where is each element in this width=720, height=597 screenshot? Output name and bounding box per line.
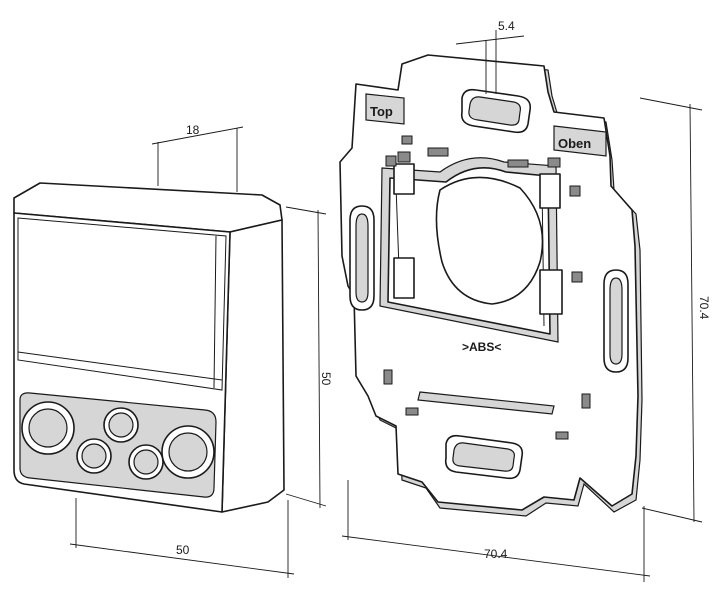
- lower-bar: [417, 391, 555, 415]
- control-module: [13, 182, 285, 513]
- dim-frame-width: 70.4: [341, 480, 651, 582]
- central-opening: [379, 135, 583, 343]
- left-large-button: [21, 401, 75, 455]
- dim-label-module-width: 50: [176, 543, 190, 557]
- center-left-button: [76, 438, 112, 474]
- dim-label-module-height: 50: [319, 372, 333, 386]
- label-oben: Oben: [558, 136, 591, 151]
- dim-module-depth: 18: [151, 123, 244, 192]
- dim-label-module-depth: 18: [186, 123, 200, 137]
- center-ring: [435, 176, 544, 305]
- dim-label-frame-height: 70.4: [697, 296, 711, 320]
- dim-module-width: 50: [69, 498, 295, 578]
- mounting-frame: Top Oben >ABS<: [339, 54, 643, 517]
- left-slot: [349, 205, 375, 311]
- dim-label-frame-offset: 5.4: [498, 19, 515, 33]
- dim-frame-offset: 5.4: [455, 19, 525, 94]
- dim-label-frame-width: 70.4: [484, 547, 508, 561]
- bottom-slot: [444, 434, 524, 480]
- label-oben-box: Oben: [553, 125, 607, 157]
- material-label: >ABS<: [462, 340, 501, 354]
- center-right-button: [128, 444, 164, 480]
- right-large-button: [161, 425, 215, 479]
- dim-frame-height: 70.4: [639, 97, 711, 523]
- dim-module-height: 50: [285, 206, 333, 509]
- label-top-box: Top: [365, 93, 405, 125]
- right-slot: [603, 269, 629, 373]
- center-top-button: [103, 407, 139, 443]
- top-slot: [460, 88, 532, 134]
- display-window: [17, 217, 227, 391]
- label-top: Top: [370, 104, 393, 119]
